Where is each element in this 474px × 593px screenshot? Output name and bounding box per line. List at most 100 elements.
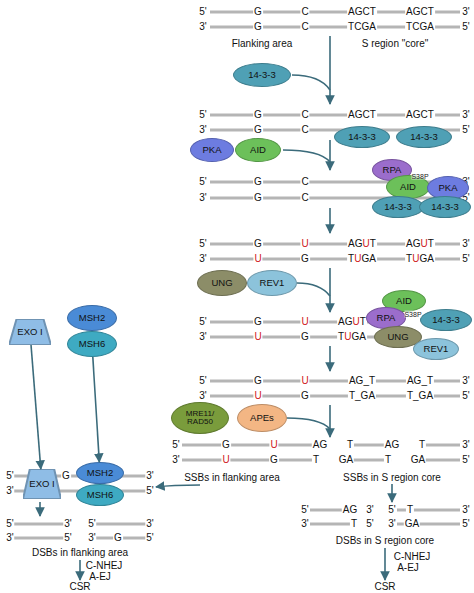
- dna-base: G: [405, 518, 413, 529]
- annotation-text: Flanking area: [232, 39, 293, 49]
- dna-base: G: [355, 6, 363, 17]
- dna-sequence: TUGA: [405, 254, 435, 264]
- dna-base: G: [254, 316, 262, 327]
- dna-base: 5: [199, 6, 205, 17]
- dna-base: ': [94, 532, 96, 543]
- dna-sequence: G: [61, 471, 71, 481]
- protein-name: REV1: [260, 278, 285, 288]
- dna-sequence: 3': [5, 533, 14, 543]
- dna-base: ': [307, 518, 309, 529]
- dna-base: 5: [462, 21, 468, 32]
- dna-base: 5: [172, 439, 178, 450]
- dna-base: _: [413, 390, 419, 401]
- dna-sequence: G: [253, 239, 263, 249]
- annotation-text: DSBs in flanking area: [32, 548, 128, 558]
- dna-base: C: [301, 192, 308, 203]
- protein-name: PKA: [202, 145, 221, 155]
- annotation-text: C-NHEJ: [86, 561, 123, 571]
- dna-sequence: G: [253, 22, 263, 32]
- dna-base: G: [319, 439, 327, 450]
- dna-base: G: [301, 331, 309, 342]
- dna-strand: [14, 523, 66, 526]
- dna-base: ': [205, 109, 207, 120]
- dna-base: C: [421, 6, 428, 17]
- dna-base: 3: [172, 454, 178, 465]
- trapezoid-shape: [23, 469, 61, 499]
- dna-sequence: AGCT: [347, 7, 377, 17]
- dna-base: ': [152, 485, 154, 496]
- dna-base: U: [254, 253, 261, 264]
- dna-base: ': [468, 375, 470, 386]
- phospho-site: S38P: [411, 173, 428, 180]
- dna-base: C: [301, 21, 308, 32]
- dna-sequence: 5': [87, 519, 96, 529]
- dna-base: 3: [6, 532, 12, 543]
- protein-name: 14-3-3: [384, 202, 411, 212]
- flow-connector: [31, 345, 41, 469]
- dna-base: G: [361, 390, 369, 401]
- dna-sequence: TUGA: [337, 332, 367, 342]
- dna-base: C: [363, 6, 370, 17]
- dna-sequence: AGCT: [347, 110, 377, 120]
- dna-sequence: 5': [171, 440, 180, 450]
- dna-base: A: [413, 518, 420, 529]
- protein-name: AID: [400, 182, 416, 192]
- protein-name: EXO I: [17, 327, 42, 337]
- protein-name: EXO I: [29, 479, 54, 489]
- dna-sequence: U: [253, 254, 262, 264]
- flow-arrow: [283, 150, 330, 162]
- dna-base: A: [369, 253, 376, 264]
- dna-strand: [94, 523, 146, 526]
- dna-base: ': [372, 504, 374, 515]
- dna-sequence: AGUT: [347, 239, 377, 249]
- dna-base: G: [345, 316, 353, 327]
- dna-strands: [14, 12, 460, 538]
- dna-sequence: T: [312, 455, 320, 465]
- annotation-text: C-NHEJ: [394, 552, 431, 562]
- dna-sequence: 3': [198, 125, 207, 135]
- dna-base: ': [205, 238, 207, 249]
- dna-base: U: [412, 253, 419, 264]
- dna-base: _: [363, 375, 369, 386]
- dna-base: 3: [199, 192, 205, 203]
- dna-base: G: [355, 109, 363, 120]
- dna-base: ': [205, 192, 207, 203]
- dna-base: T: [348, 253, 354, 264]
- dna-base: 3: [88, 532, 94, 543]
- dna-base: G: [413, 109, 421, 120]
- dna-sequence: TUGA: [347, 254, 377, 264]
- dna-base: ': [468, 124, 470, 135]
- dna-base: ': [94, 518, 96, 529]
- dna-base: U: [301, 238, 308, 249]
- dna-base: T: [348, 21, 354, 32]
- protein-oval: REV1: [413, 338, 459, 360]
- dna-sequence: AGCT: [405, 110, 435, 120]
- dna-base: ': [12, 470, 14, 481]
- dna-base: ': [468, 504, 470, 515]
- dna-base: A: [385, 439, 392, 450]
- annotation-text: A-EJ: [89, 572, 111, 582]
- dna-base: 5: [199, 375, 205, 386]
- dna-base: G: [254, 192, 262, 203]
- dna-base: 5: [88, 518, 94, 529]
- dna-sequence: G: [253, 110, 263, 120]
- dna-sequence: G: [253, 376, 263, 386]
- dna-base: U: [353, 316, 360, 327]
- dna-base: A: [347, 454, 354, 465]
- dna-base: ': [178, 454, 180, 465]
- dna-base: ': [372, 518, 374, 529]
- dna-sequence: G: [269, 455, 279, 465]
- dna-sequence: TCGA: [405, 22, 435, 32]
- dna-base: 5: [462, 390, 468, 401]
- dna-base: U: [254, 331, 261, 342]
- dna-base: G: [254, 21, 262, 32]
- dna-sequence: T: [346, 440, 354, 450]
- dna-base: 5: [146, 485, 152, 496]
- protein-name: AID: [250, 145, 266, 155]
- annotation-text: A-EJ: [397, 563, 419, 573]
- dna-base: A: [343, 504, 350, 515]
- dna-sequence: 3': [387, 519, 396, 529]
- dna-sequence: G: [253, 193, 263, 203]
- dna-sequence: 5': [300, 505, 309, 515]
- dna-base: 3: [301, 518, 307, 529]
